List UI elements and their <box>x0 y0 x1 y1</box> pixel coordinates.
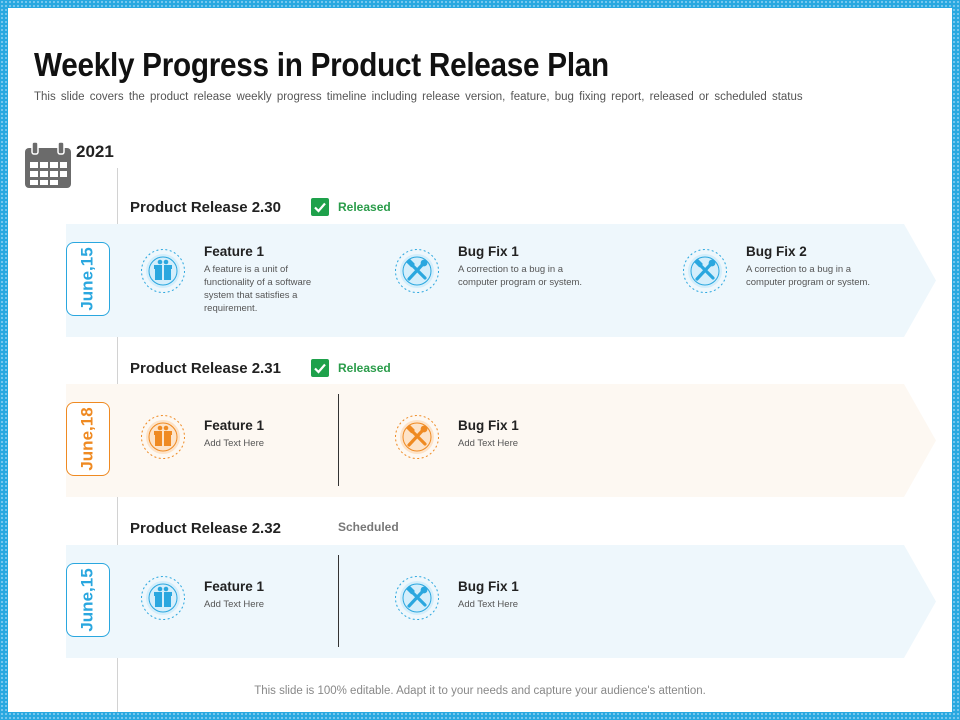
release-band: June,18 Feature 1 Add Text Here <box>66 384 936 497</box>
footer-note: This slide is 100% editable. Adapt it to… <box>254 685 706 697</box>
item-title: Bug Fix 2 <box>746 244 807 259</box>
tools-icon <box>395 415 439 459</box>
year-label: 2021 <box>76 142 114 161</box>
status-badge: Released <box>311 359 391 377</box>
release-band: June,15 Feature 1 Add Text Here <box>66 545 936 658</box>
date-badge: June,15 <box>66 563 110 637</box>
gift-icon <box>141 415 185 459</box>
release-title: Product Release 2.30 <box>130 199 281 216</box>
status-badge: Scheduled <box>338 520 399 534</box>
gift-icon <box>141 576 185 620</box>
slide: Weekly Progress in Product Release Plan … <box>8 8 952 712</box>
divider <box>338 394 339 486</box>
item-description: A correction to a bug in a computer prog… <box>458 264 583 288</box>
item-title: Feature 1 <box>204 579 265 594</box>
divider <box>338 555 339 647</box>
item-description: A feature is a unit of functionality of … <box>204 264 312 314</box>
tools-icon <box>683 249 727 293</box>
release-title: Product Release 2.32 <box>130 520 281 537</box>
tools-icon <box>395 249 439 293</box>
item-title: Bug Fix 1 <box>458 579 519 594</box>
item-title: Feature 1 <box>204 418 265 433</box>
date-badge: June,18 <box>66 402 110 476</box>
checkbox-checked-icon <box>311 359 329 377</box>
item-description: Add Text Here <box>204 438 265 449</box>
status-text: Released <box>338 200 391 214</box>
date-badge: June,15 <box>66 242 110 316</box>
tools-icon <box>395 576 439 620</box>
item-description: A correction to a bug in a computer prog… <box>746 264 871 288</box>
status-text: Released <box>338 361 391 375</box>
item-title: Bug Fix 1 <box>458 244 519 259</box>
item-title: Bug Fix 1 <box>458 418 519 433</box>
item-description: Add Text Here <box>458 438 519 449</box>
calendar-icon <box>25 142 71 188</box>
status-text: Scheduled <box>338 520 399 534</box>
status-badge: Released <box>311 198 391 216</box>
item-title: Feature 1 <box>204 244 265 259</box>
item-description: Add Text Here <box>204 599 265 610</box>
date-text: June,15 <box>78 568 97 632</box>
page-title: Weekly Progress in Product Release Plan <box>34 46 609 83</box>
release-title: Product Release 2.31 <box>130 360 281 377</box>
release-band: June,15 Feature 1 A feature is a unit of… <box>66 224 936 337</box>
date-text: June,15 <box>78 247 97 311</box>
item-description: Add Text Here <box>458 599 519 610</box>
date-text: June,18 <box>78 407 97 471</box>
checkbox-checked-icon <box>311 198 329 216</box>
gift-icon <box>141 249 185 293</box>
page-subtitle: This slide covers the product release we… <box>34 91 803 103</box>
